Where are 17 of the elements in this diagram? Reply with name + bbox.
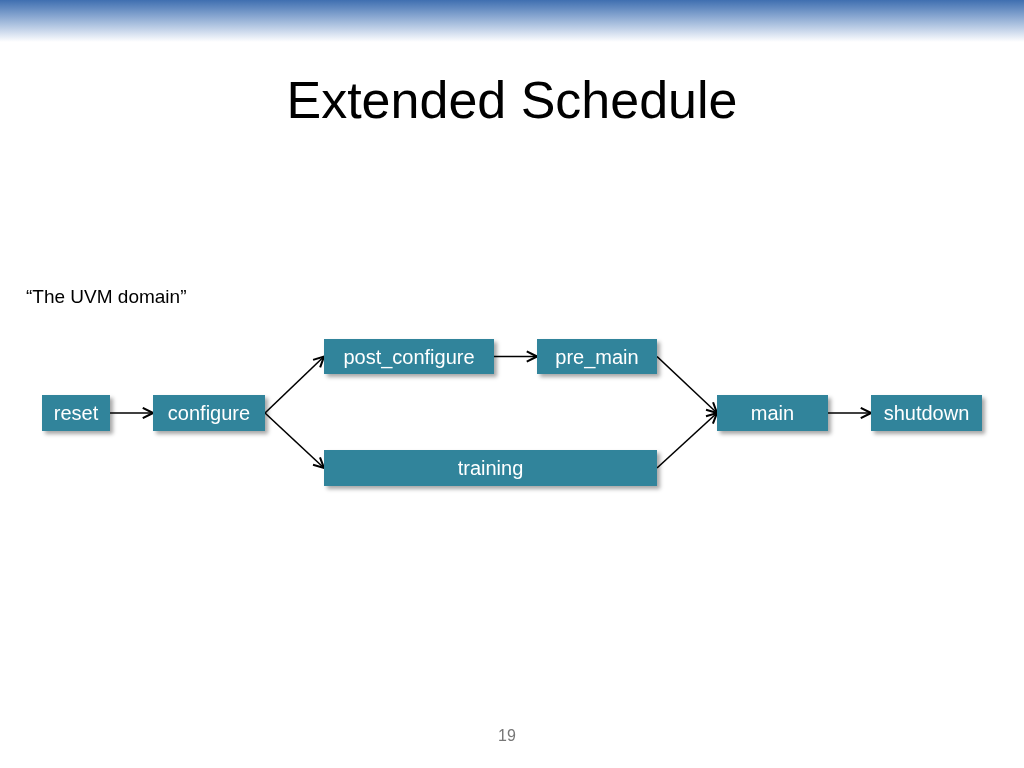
arrow: [264, 355, 325, 414]
arrow: [493, 350, 538, 363]
phase-box: pre_main: [537, 339, 657, 374]
phase-box: main: [717, 395, 828, 431]
arrow: [656, 412, 718, 469]
arrow: [827, 406, 872, 420]
arrow: [656, 355, 718, 414]
domain-label: “The UVM domain”: [26, 285, 187, 309]
slide-title: Extended Schedule: [285, 70, 739, 131]
page-number: 19: [498, 726, 516, 746]
phase-box: reset: [42, 395, 110, 431]
phase-box: training: [324, 450, 657, 486]
phase-box: shutdown: [871, 395, 982, 431]
phase-box: post_configure: [324, 339, 494, 374]
arrow: [264, 412, 325, 469]
arrow: [109, 406, 154, 420]
phase-box: configure: [153, 395, 265, 431]
